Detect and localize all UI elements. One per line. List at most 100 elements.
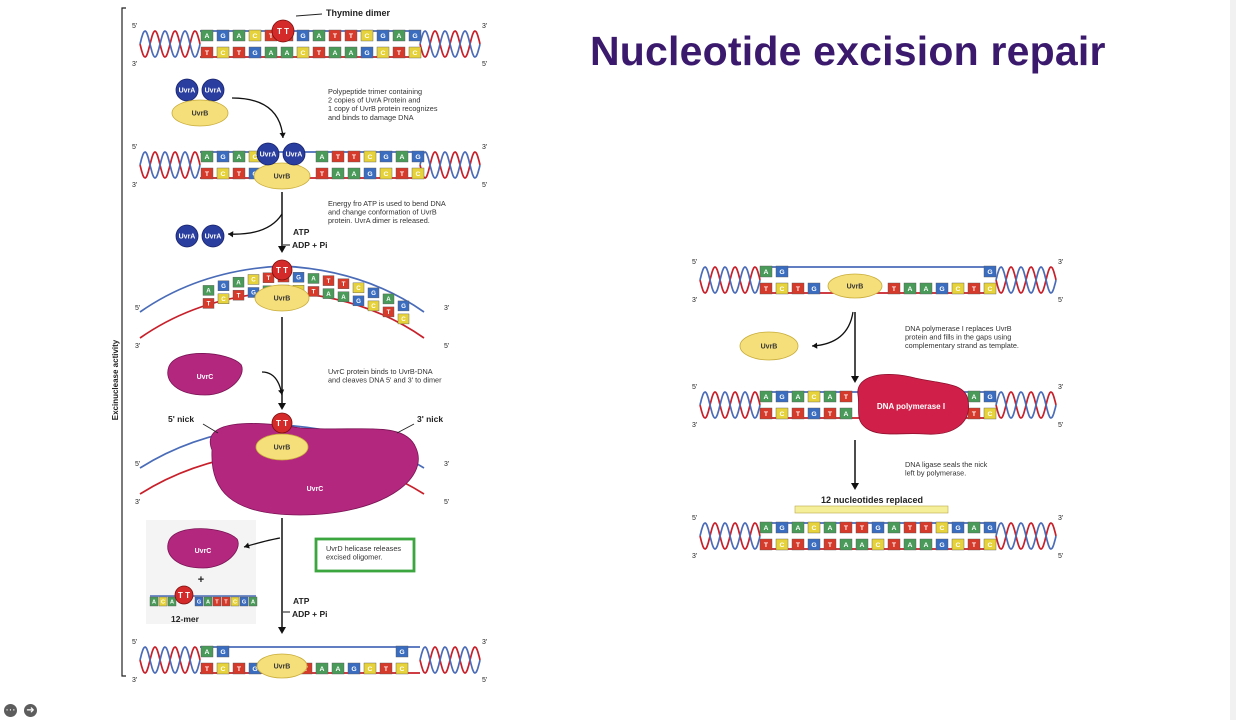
base-letter: C: [956, 542, 961, 549]
base-letter: A: [205, 33, 210, 40]
base-letter: G: [939, 286, 944, 293]
dna-polymerase-protein: [857, 373, 969, 435]
bottom-base: [791, 538, 805, 551]
five-prime-label: 5': [135, 305, 140, 312]
top-base: [347, 150, 361, 163]
base-letter: C: [371, 303, 376, 310]
top-base: [823, 521, 837, 534]
base-letter: T: [972, 286, 977, 293]
three-prime-label: 3': [444, 461, 449, 468]
three-prime-label: 3': [482, 639, 487, 646]
uvrb-protein: [739, 331, 799, 361]
base-letter: T: [400, 171, 405, 178]
three-prime-label: 3': [1058, 515, 1063, 522]
arrow-head: [812, 342, 818, 349]
base-letter: C: [812, 394, 817, 401]
base-letter: C: [233, 599, 237, 605]
top-base: [360, 29, 374, 42]
base-letter: T: [397, 50, 402, 57]
five-prime-label: 5': [1058, 297, 1063, 304]
bottom-base: [823, 407, 837, 420]
uvra-protein: [175, 224, 199, 248]
base-letter: A: [285, 50, 290, 57]
top-base: [376, 29, 390, 42]
top-base: [408, 29, 422, 42]
base-letter: T: [269, 33, 274, 40]
three-prime-label: 3': [132, 677, 137, 684]
top-base: [248, 29, 262, 42]
base-letter: C: [368, 666, 373, 673]
base-letter: G: [811, 542, 816, 549]
base-letter: A: [764, 525, 769, 532]
top-base: [871, 521, 885, 534]
note-recognition: 2 copies of UvrA Protein and: [328, 96, 420, 105]
adp-label: ADP + Pi: [292, 240, 328, 250]
bottom-base: [967, 538, 981, 551]
base-letter: C: [368, 154, 373, 161]
base-letter: T: [844, 394, 849, 401]
base-letter: C: [780, 286, 785, 293]
base-letter: T: [312, 289, 316, 296]
base-letter: A: [336, 171, 341, 178]
arrow-head: [278, 389, 285, 395]
top-base: [807, 521, 821, 534]
base-letter: G: [380, 33, 385, 40]
helix-strand: [995, 391, 1057, 419]
uvra-protein: [282, 142, 306, 166]
three-prime-label: 3': [692, 297, 697, 304]
note-polymerase: DNA polymerase I replaces UvrB: [905, 324, 1012, 333]
top-base: [839, 521, 853, 534]
base-letter: T: [237, 292, 241, 299]
five-prime-label: 5': [444, 499, 449, 506]
helix-strand: [419, 30, 481, 58]
base-letter: C: [416, 171, 421, 178]
five-prime-label: 5': [135, 461, 140, 468]
base-letter: G: [296, 274, 301, 281]
top-base: [247, 274, 260, 285]
base-letter: T: [215, 599, 219, 605]
oligo-base: [194, 596, 204, 607]
scrollbar-track[interactable]: [1230, 0, 1236, 720]
uvra-label: UvrA: [205, 234, 222, 241]
bottom-base: [395, 167, 409, 180]
uvrc-label: UvrC: [307, 486, 324, 493]
base-letter: G: [939, 542, 944, 549]
more-options-icon[interactable]: ⋯: [4, 704, 17, 717]
bottom-base: [200, 662, 214, 675]
five-prime-label: 5': [692, 384, 697, 391]
top-base: [395, 645, 409, 658]
note-bending: Energy fro ATP is used to bend DNA: [328, 199, 446, 208]
base-letter: A: [924, 542, 929, 549]
base-letter: C: [780, 411, 785, 418]
arrow-head: [851, 483, 859, 490]
base-letter: A: [237, 33, 242, 40]
base-letter: C: [221, 296, 226, 303]
oligo-base: [158, 596, 168, 607]
bottom-base: [200, 167, 214, 180]
base-letter: A: [236, 279, 241, 286]
three-prime-label: 3': [132, 182, 137, 189]
base-letter: A: [908, 542, 913, 549]
arrow-head: [851, 376, 859, 383]
base-letter: G: [364, 50, 369, 57]
bottom-base: [232, 167, 246, 180]
uvra-label: UvrA: [286, 152, 303, 159]
top-base: [322, 275, 335, 286]
bottom-base: [331, 662, 345, 675]
base-letter: A: [924, 286, 929, 293]
base-letter: G: [220, 33, 225, 40]
base-letter: T: [207, 301, 211, 308]
base-letter: T: [892, 286, 897, 293]
base-letter: A: [341, 294, 346, 301]
next-slide-icon[interactable]: ➜: [24, 704, 37, 717]
note-cleavage: and cleaves DNA 5' and 3' to dimer: [328, 376, 442, 385]
base-letter: C: [988, 286, 993, 293]
three-prime-label: 3': [482, 144, 487, 151]
helix-strand: [699, 391, 761, 419]
base-letter: G: [987, 394, 992, 401]
bottom-base: [759, 282, 773, 295]
top-base: [775, 265, 789, 278]
base-letter: T: [796, 286, 801, 293]
base-letter: C: [988, 542, 993, 549]
